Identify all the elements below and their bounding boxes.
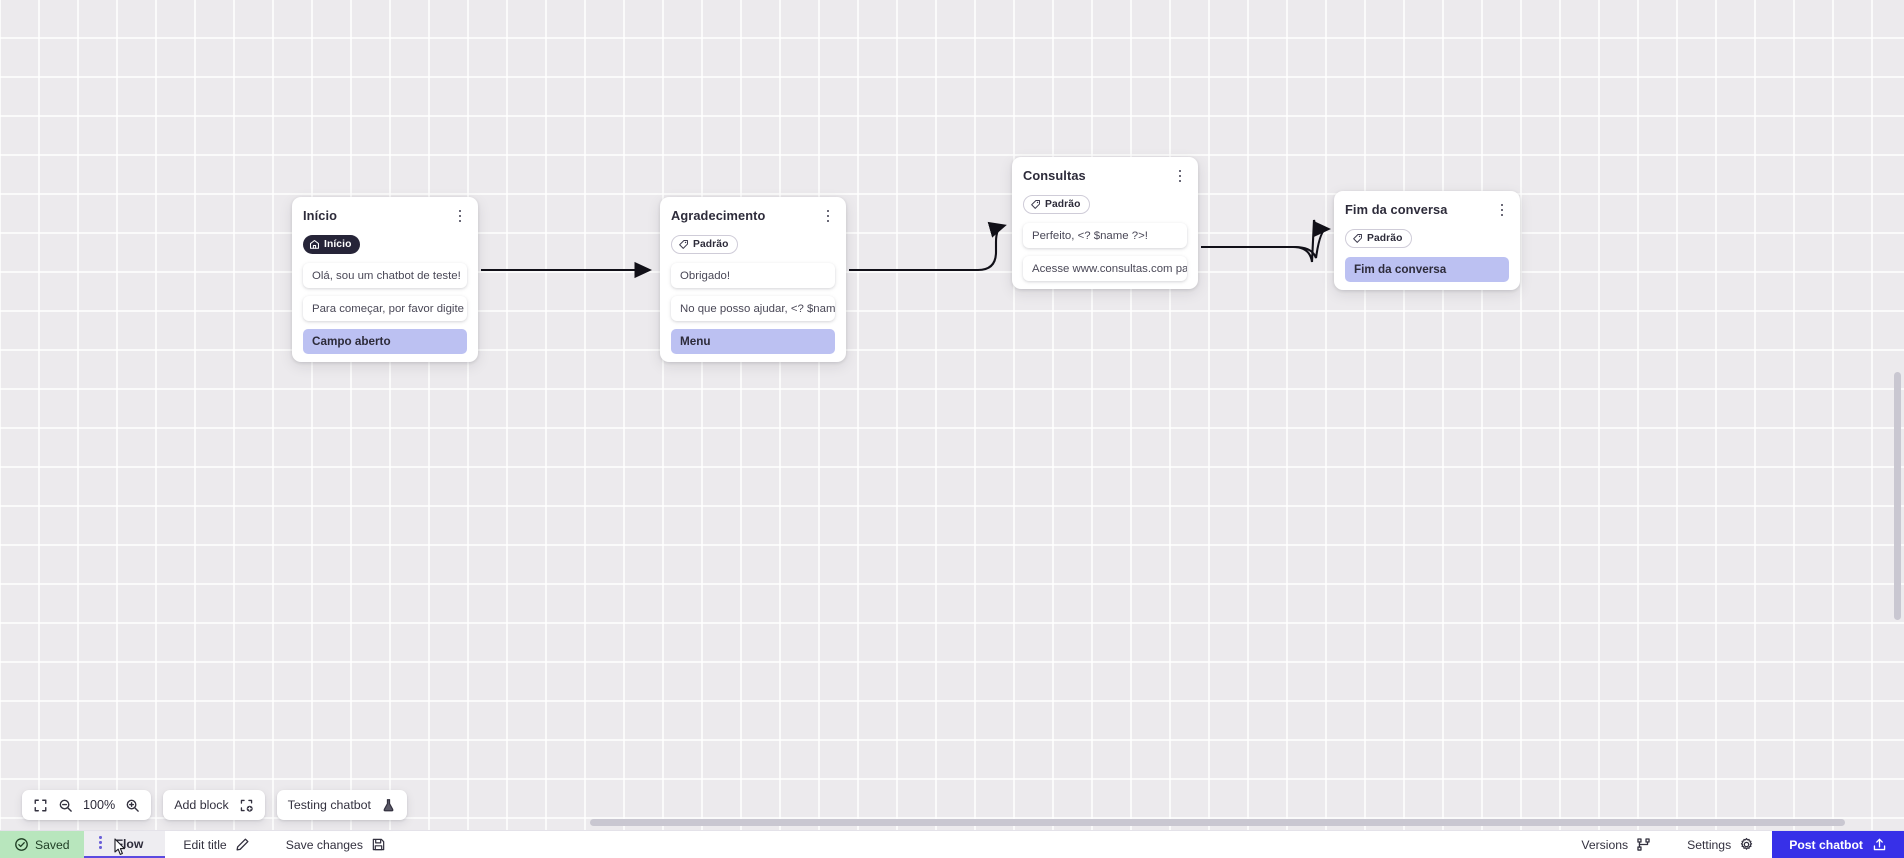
node-badge-row: Padrão [1023, 195, 1187, 215]
edge-consultas-fim-tail [1201, 220, 1331, 259]
flow-canvas[interactable]: Início Início Olá, sou um chatbot de tes… [0, 0, 1904, 830]
flask-icon [383, 798, 394, 811]
gear-icon [1741, 837, 1753, 850]
flow-node-fim-da-conversa[interactable]: Fim da conversa Padrão Fim da conversa [1334, 191, 1520, 290]
vertical-scrollbar-thumb[interactable] [1894, 372, 1901, 620]
versions-label: Versions [1581, 837, 1629, 852]
fit-screen-icon[interactable] [33, 798, 48, 813]
node-action-pill[interactable]: Fim da conversa [1345, 257, 1509, 282]
node-header: Agradecimento [671, 208, 835, 226]
home-icon [309, 239, 320, 249]
zoom-controls[interactable]: 100% [22, 790, 152, 820]
check-circle-icon [15, 838, 28, 851]
node-header: Consultas [1023, 168, 1187, 186]
testing-chatbot-button[interactable]: Testing chatbot [276, 790, 407, 820]
node-title: Início [303, 208, 338, 223]
node-kebab-menu-icon[interactable] [1495, 200, 1509, 220]
canvas-toolbar: 100% Add block Testing chatbot [22, 790, 407, 820]
node-title: Agradecimento [671, 208, 766, 223]
saved-status-badge: Saved [0, 831, 84, 858]
add-block-button[interactable]: Add block [163, 790, 265, 820]
node-badge-label: Início [324, 239, 352, 250]
edge-consultas-fim [1201, 219, 1324, 263]
horizontal-scrollbar-thumb[interactable] [590, 819, 1845, 826]
pencil-icon [236, 838, 249, 851]
post-chatbot-button[interactable]: Post chatbot [1772, 831, 1904, 858]
node-badge-label: Padrão [693, 239, 729, 250]
settings-button[interactable]: Settings [1669, 831, 1772, 858]
node-badge-padrao[interactable]: Padrão [1345, 229, 1412, 248]
node-kebab-menu-icon[interactable] [453, 206, 467, 226]
node-message[interactable]: Perfeito, <? $name ?>! [1023, 223, 1187, 248]
node-badge-label: Padrão [1045, 199, 1081, 210]
bottom-bar-spacer [404, 831, 1563, 858]
tag-icon [1031, 200, 1040, 209]
tag-icon [679, 240, 688, 249]
node-message[interactable]: Para começar, por favor digite o ... [303, 296, 467, 321]
zoom-in-icon[interactable] [125, 798, 140, 813]
node-badge-label: Padrão [1367, 233, 1403, 244]
edit-title-button[interactable]: Edit title [165, 831, 267, 858]
node-title: Consultas [1023, 168, 1086, 183]
tag-icon [1353, 234, 1362, 243]
node-badge-row: Início [303, 235, 467, 255]
node-badge-inicio[interactable]: Início [303, 235, 360, 254]
node-message[interactable]: Obrigado! [671, 263, 835, 288]
save-changes-button[interactable]: Save changes [268, 831, 404, 858]
flow-node-agradecimento[interactable]: Agradecimento Padrão Obrigado! No que po… [660, 197, 846, 362]
node-header: Fim da conversa [1345, 202, 1509, 220]
mouse-cursor [114, 838, 126, 855]
branch-icon [1637, 838, 1650, 851]
node-kebab-menu-icon[interactable] [821, 206, 835, 226]
node-message[interactable]: No que posso ajudar, <? $name ... [671, 296, 835, 321]
edit-title-label: Edit title [183, 837, 227, 852]
node-badge-padrao[interactable]: Padrão [1023, 195, 1090, 214]
zoom-out-icon[interactable] [58, 798, 73, 813]
canvas-horizontal-scrollbar[interactable] [0, 816, 1904, 830]
versions-button[interactable]: Versions [1563, 831, 1669, 858]
node-kebab-menu-icon[interactable] [1173, 166, 1187, 186]
node-badge-row: Padrão [671, 235, 835, 255]
bottom-status-bar: Saved Flow Edit title Save changes Versi… [0, 830, 1904, 858]
saved-label: Saved [35, 837, 70, 852]
connector-edges [481, 219, 1331, 279]
testing-chatbot-label: Testing chatbot [287, 798, 371, 812]
add-block-icon [240, 799, 253, 812]
flow-node-consultas[interactable]: Consultas Padrão Perfeito, <? $name ?>! … [1012, 157, 1198, 289]
floppy-disk-icon [372, 838, 385, 851]
flow-node-inicio[interactable]: Início Início Olá, sou um chatbot de tes… [292, 197, 478, 362]
node-message[interactable]: Acesse www.consultas.com par... [1023, 256, 1187, 281]
upload-icon [1873, 838, 1886, 851]
node-message[interactable]: Olá, sou um chatbot de teste! [303, 263, 467, 288]
flow-tab-kebab-menu-icon[interactable] [94, 835, 108, 851]
edge-agradecimento-consultas [849, 221, 1007, 272]
post-chatbot-label: Post chatbot [1789, 837, 1863, 852]
node-action-pill[interactable]: Menu [671, 329, 835, 354]
zoom-level-label: 100% [83, 798, 116, 812]
canvas-vertical-scrollbar[interactable] [1890, 0, 1904, 830]
add-block-label: Add block [174, 798, 229, 812]
node-badge-row: Padrão [1345, 229, 1509, 249]
node-badge-padrao[interactable]: Padrão [671, 235, 738, 254]
node-action-pill[interactable]: Campo aberto [303, 329, 467, 354]
settings-label: Settings [1687, 837, 1732, 852]
save-changes-label: Save changes [285, 837, 363, 852]
node-title: Fim da conversa [1345, 202, 1448, 217]
node-header: Início [303, 208, 467, 226]
